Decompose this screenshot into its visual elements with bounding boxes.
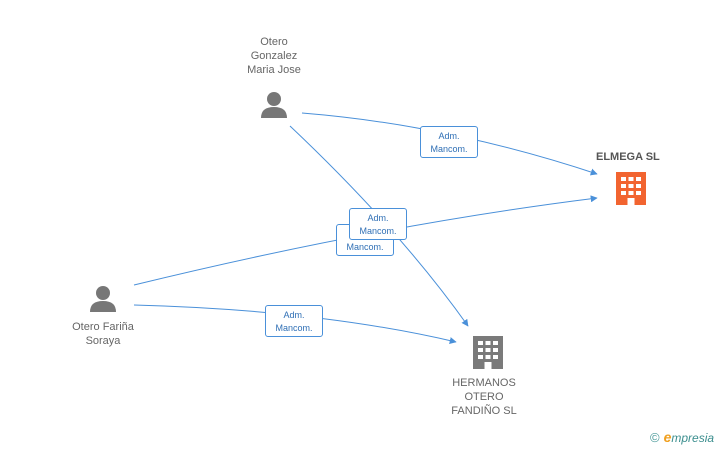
edge-label-farina-hermanos[interactable]: Adm. Mancom. [265,305,323,337]
person-label-otero-gonzalez[interactable]: Otero Gonzalez Maria Jose [247,36,301,76]
building-icon[interactable] [473,336,503,369]
person-label-otero-farina[interactable]: Otero Fariña Soraya [72,321,134,347]
edge-label-line1: Adm. [438,131,460,141]
edge-label-gonzalez-elmega[interactable]: Adm. Mancom. [420,126,478,158]
footer-brand: © empresia [650,429,714,445]
person-icon[interactable] [90,286,116,312]
copyright-symbol: © [650,429,660,445]
edge-label-gonzalez-hermanos[interactable]: Adm. Mancom. [349,208,407,240]
edge-label-line2: Mancom. [275,323,313,333]
brand-initial: e [663,429,672,445]
company-label-elmega[interactable]: ELMEGA SL [596,151,660,163]
edge-label-line1: Adm. [367,213,389,223]
edge-label-line2: Mancom. [359,226,397,236]
building-icon[interactable] [616,172,646,205]
brand-name: mpresia [671,431,715,445]
brand-logo[interactable]: empresia [664,429,714,445]
person-icon[interactable] [261,92,287,118]
edge-label-line2: Mancom. [346,242,384,252]
edge-label-line2: Mancom. [430,144,468,154]
edge-label-line1: Adm. [283,310,305,320]
company-label-hermanos[interactable]: HERMANOS OTERO FANDIÑO SL [451,377,517,417]
